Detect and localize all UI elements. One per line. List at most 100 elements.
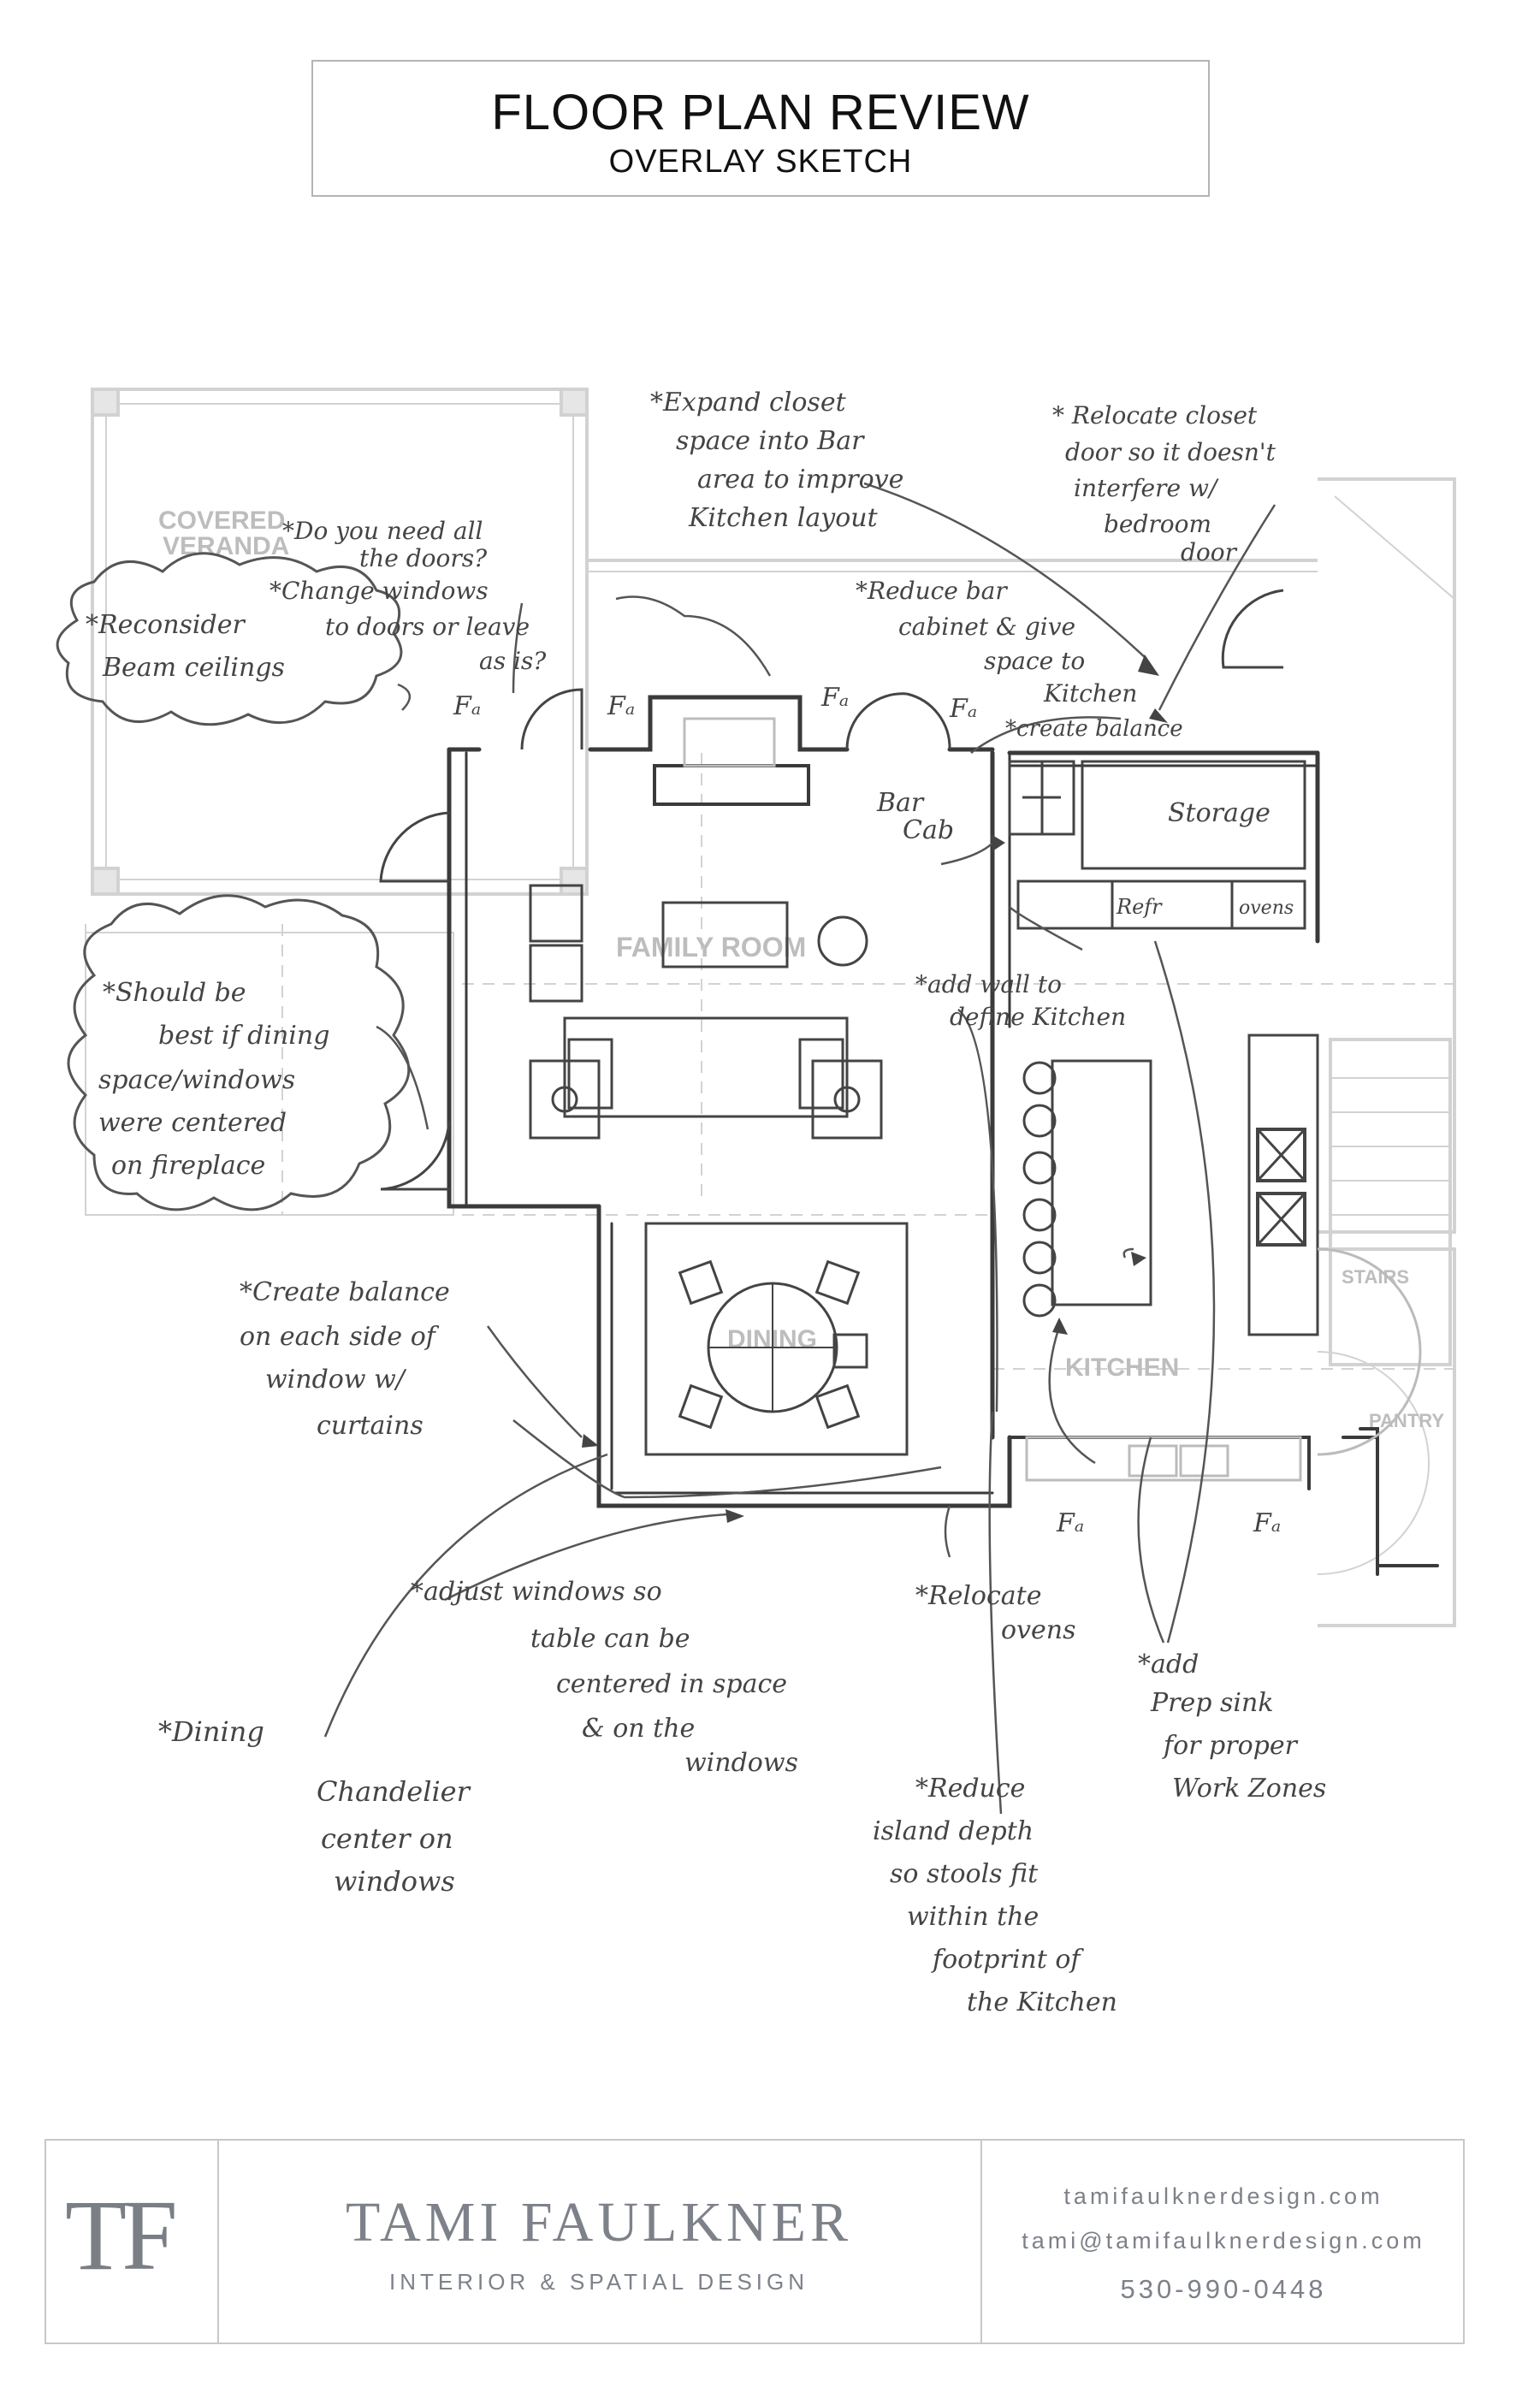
footer-divider <box>980 2141 982 2343</box>
svg-text:*Reduce: *Reduce <box>915 1774 1025 1804</box>
svg-text:space to: space to <box>984 647 1085 675</box>
svg-text:*Create balance: *Create balance <box>240 1277 450 1307</box>
footer: TF TAMI FAULKNER INTERIOR & SPATIAL DESI… <box>44 2139 1465 2344</box>
label-stairs: STAIRS <box>1342 1266 1409 1288</box>
note-dining-chandelier: *Dining Chandelier center on windows <box>158 1715 471 1898</box>
svg-text:island depth: island depth <box>873 1816 1034 1846</box>
svg-text:*add: *add <box>1138 1650 1199 1679</box>
note-doors: *Do you need all the doors? <box>282 517 488 572</box>
sketch-walls <box>447 695 1439 1576</box>
footer-divider <box>217 2141 219 2343</box>
note-relocate-ovens: *Relocate ovens <box>915 1581 1075 1645</box>
kitchen-island <box>1051 1059 1152 1306</box>
sofa <box>563 1016 849 1118</box>
stool <box>1022 1151 1057 1185</box>
phone-number: 530-990-0448 <box>1120 2274 1327 2304</box>
svg-text:*Change windows: *Change windows <box>270 577 489 605</box>
stool <box>1022 1104 1057 1138</box>
svg-text:were centered: were centered <box>98 1108 287 1138</box>
leader-lines <box>323 482 1276 1815</box>
svg-text:footprint of: footprint of <box>931 1945 1084 1975</box>
svg-text:space/windows: space/windows <box>98 1065 295 1095</box>
stool <box>1022 1283 1057 1318</box>
fb-mark: Fₐ <box>1253 1508 1281 1538</box>
svg-text:to doors or leave: to doors or leave <box>325 613 530 641</box>
stool <box>1022 1198 1057 1232</box>
cloud-reconsider-beam <box>56 552 403 726</box>
svg-text:area to improve: area to improve <box>697 465 903 495</box>
svg-text:on each side of: on each side of <box>240 1322 440 1352</box>
svg-text:cabinet & give: cabinet & give <box>898 613 1075 641</box>
svg-text:space into Bar: space into Bar <box>676 426 865 456</box>
svg-text:for proper: for proper <box>1162 1731 1299 1761</box>
bar-cab-label: Bar <box>876 788 925 818</box>
cloud-dining-centered <box>67 894 411 1211</box>
arrow-heads <box>582 654 1168 1523</box>
svg-text:Work Zones: Work Zones <box>1172 1774 1326 1804</box>
note-create-balance-side: *Create balance on each side of window w… <box>240 1277 450 1441</box>
storage-cabinet <box>1081 760 1306 870</box>
fb-mark: Fₐ <box>1056 1508 1084 1538</box>
svg-text:door so it doesn't: door so it doesn't <box>1065 438 1276 466</box>
note-create-balance-top: *create balance <box>1005 716 1183 742</box>
svg-text:the doors?: the doors? <box>359 544 488 572</box>
page-title: FLOOR PLAN REVIEW <box>491 85 1030 140</box>
svg-text:bedroom: bedroom <box>1104 510 1211 538</box>
svg-text:center on: center on <box>321 1822 453 1855</box>
svg-text:* Relocate closet: * Relocate closet <box>1052 401 1258 429</box>
storage-label: Storage <box>1168 798 1270 828</box>
svg-text:the Kitchen: the Kitchen <box>967 1987 1117 2017</box>
label-covered: COVERED <box>158 506 285 535</box>
veranda-outline <box>91 388 589 896</box>
note-change-windows: *Change windows to doors or leave as is? <box>270 577 547 675</box>
fb-mark: Fₐ <box>607 691 635 721</box>
base-plan <box>85 388 1456 1627</box>
note-relocate-closet: * Relocate closet door so it doesn't int… <box>1052 401 1276 566</box>
svg-text:best if dining: best if dining <box>158 1021 329 1051</box>
note-reduce-island: *Reduce island depth so stools fit withi… <box>873 1774 1117 2017</box>
range-wall <box>1247 1034 1319 1336</box>
svg-text:Beam ceilings: Beam ceilings <box>102 653 285 683</box>
floor-plan-sketch: COVERED VERANDA FAMILY ROOM DINING KITCH… <box>56 388 1456 2017</box>
coffee-table <box>661 901 789 968</box>
title-box: FLOOR PLAN REVIEW OVERLAY SKETCH <box>311 60 1210 197</box>
svg-text:interfere w/: interfere w/ <box>1074 474 1219 502</box>
svg-text:window w/: window w/ <box>265 1365 407 1395</box>
dining-rug <box>644 1222 909 1456</box>
svg-text:table can be: table can be <box>530 1624 690 1654</box>
note-clouds <box>56 552 411 1211</box>
refrigerator-oven-run <box>1016 880 1306 930</box>
sketch-fixtures <box>529 760 1319 1482</box>
svg-text:centered in space: centered in space <box>556 1669 787 1699</box>
label-kitchen: KITCHEN <box>1065 1353 1179 1382</box>
svg-text:so stools fit: so stools fit <box>890 1859 1039 1889</box>
door-swings <box>379 589 1422 1456</box>
svg-text:& on the: & on the <box>582 1714 695 1744</box>
svg-text:Kitchen layout: Kitchen layout <box>688 503 879 533</box>
svg-text:*Reconsider: *Reconsider <box>86 610 246 640</box>
svg-text:within the: within the <box>907 1902 1039 1932</box>
fb-mark: Fₐ <box>949 694 977 724</box>
note-should-be-best: *Should be best if dining space/windows … <box>98 978 329 1181</box>
lamp-table <box>529 1059 601 1140</box>
note-reconsider-beam: *Reconsider Beam ceilings <box>86 610 285 683</box>
svg-text:*Expand closet: *Expand closet <box>650 388 847 418</box>
svg-text:Prep sink: Prep sink <box>1150 1688 1274 1718</box>
note-reduce-bar: *Reduce bar cabinet & give space to Kitc… <box>856 577 1137 708</box>
svg-text:*add wall to: *add wall to <box>915 970 1062 998</box>
brand-name: TAMI FAULKNER <box>346 2191 852 2254</box>
brand-tagline: INTERIOR & SPATIAL DESIGN <box>388 2269 809 2295</box>
svg-text:windows: windows <box>684 1748 798 1778</box>
svg-text:door: door <box>1181 538 1238 566</box>
svg-text:ovens: ovens <box>1001 1615 1075 1645</box>
stool <box>1022 1061 1057 1095</box>
svg-text:*Dining: *Dining <box>158 1715 264 1748</box>
lamp-table <box>811 1059 883 1140</box>
note-expand-closet: *Expand closet space into Bar area to im… <box>650 388 903 533</box>
svg-text:Chandelier: Chandelier <box>317 1775 471 1808</box>
fb-mark: Fₐ <box>820 683 849 713</box>
stool <box>1022 1241 1057 1275</box>
bar-cab-label: Cab <box>903 815 954 845</box>
email-link[interactable]: tami@tamifaulknerdesign.com <box>1022 2228 1425 2254</box>
website-link[interactable]: tamifaulknerdesign.com <box>1063 2183 1383 2209</box>
